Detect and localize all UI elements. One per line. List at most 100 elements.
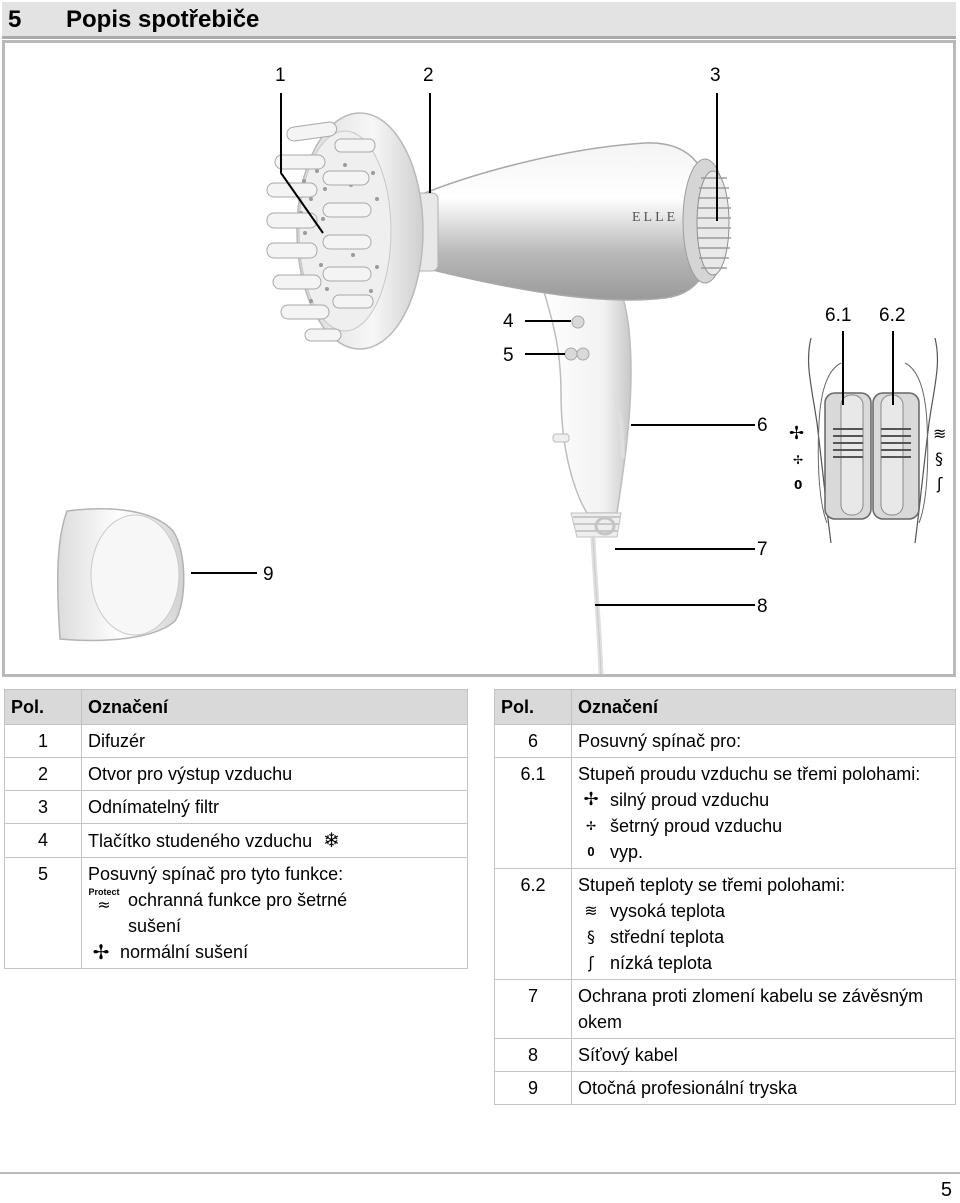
heat-low-icon: ʃ	[588, 953, 594, 972]
row-text-cell: Stupeň teploty se třemi polohami: ≋ vyso…	[571, 868, 956, 980]
footer-divider	[0, 1172, 960, 1174]
table-row: 9 Otočná profesionální tryska	[494, 1071, 956, 1105]
callout-1: 1	[275, 65, 286, 86]
protect-icon-label: Protect	[88, 887, 120, 897]
col-header-label: Označení	[81, 689, 468, 725]
product-figure: ELLE	[2, 40, 956, 677]
row-pos: 1	[4, 724, 82, 758]
subitem-text: normální sušení	[120, 942, 249, 962]
col-header-pos: Pol.	[4, 689, 82, 725]
row-pos: 4	[4, 823, 82, 858]
row-pos: 2	[4, 757, 82, 791]
section-title: Popis spotřebiče	[66, 6, 260, 33]
table-row: 7 Ochrana proti zlomení kabelu se závěsn…	[494, 979, 956, 1039]
row-text: Stupeň proudu vzduchu se třemi polohami:	[578, 764, 921, 784]
fan-strong-icon: ✢	[583, 789, 599, 810]
row-text: Posuvný spínač pro tyto funkce:	[88, 864, 344, 884]
col-header-pos: Pol.	[494, 689, 572, 725]
callout-2: 2	[423, 65, 434, 86]
callout-6: 6	[757, 415, 768, 436]
list-item: Protect ≈ ochranná funkce pro šetrné suš…	[88, 887, 461, 939]
list-item: ≋ vysoká teplota	[578, 898, 949, 924]
table-row: 6.1 Stupeň proudu vzduchu se třemi poloh…	[494, 757, 956, 869]
subitem-text: šetrný proud vzduchu	[610, 816, 783, 836]
diffuser	[266, 112, 439, 350]
handle	[538, 277, 632, 674]
row-text: Posuvný spínač pro:	[571, 724, 956, 758]
row-text: Difuzér	[81, 724, 468, 758]
section-number: 5	[8, 6, 22, 33]
subitem-text: střední teplota	[610, 927, 725, 947]
table-row: 2 Otvor pro výstup vzduchu	[4, 757, 468, 791]
fan-weak-icon: ✢	[793, 453, 803, 467]
list-item: ✢ silný proud vzduchu	[578, 787, 949, 813]
table-row: 4 Tlačítko studeného vzduchu ❄	[4, 823, 468, 858]
callout-7: 7	[757, 539, 768, 560]
row-text-cell: Tlačítko studeného vzduchu ❄	[81, 823, 468, 858]
subitem-text: silný proud vzduchu	[610, 790, 770, 810]
row-pos: 6	[494, 724, 572, 758]
subitem-text: ochranná funkce pro šetrné sušení	[128, 890, 348, 936]
row-text: Otočná profesionální tryska	[571, 1071, 956, 1105]
page-number: 5	[940, 1179, 952, 1201]
callout-5: 5	[503, 345, 514, 366]
callout-9: 9	[263, 564, 274, 585]
fan-strong-icon: ✢	[92, 940, 110, 964]
list-item: ✢ šetrný proud vzduchu	[578, 813, 949, 839]
section-header: 5 Popis spotřebiče	[2, 2, 956, 39]
callout-4: 4	[503, 311, 514, 332]
row-text: Odnímatelný filtr	[81, 790, 468, 824]
callout-6-1: 6.1	[825, 305, 852, 326]
list-item: ✢ normální sušení	[88, 939, 461, 965]
row-pos: 6.2	[494, 868, 572, 980]
table-row: 6 Posuvný spínač pro:	[494, 724, 956, 758]
switch-detail: ✢ ✢ 0 ≋ § ʃ	[789, 337, 946, 544]
heat-high-icon: ≋	[584, 901, 598, 920]
row-pos: 9	[494, 1071, 572, 1105]
fan-strong-icon: ✢	[789, 423, 804, 444]
row-pos: 6.1	[494, 757, 572, 869]
row-pos: 8	[494, 1038, 572, 1072]
parts-table-left: Pol. Označení 1 Difuzér 2 Otvor pro výst…	[4, 689, 468, 969]
brand-logo: ELLE	[632, 210, 678, 225]
row-text: Stupeň teploty se třemi polohami:	[578, 875, 846, 895]
table-row: 3 Odnímatelný filtr	[4, 790, 468, 824]
table-row: 6.2 Stupeň teploty se třemi polohami: ≋ …	[494, 868, 956, 980]
fan-weak-icon: ✢	[585, 819, 597, 833]
subitem-text: nízká teplota	[610, 953, 713, 973]
col-header-label: Označení	[571, 689, 956, 725]
subitem-text: vysoká teplota	[610, 901, 726, 921]
nozzle	[56, 508, 185, 642]
table-row: 5 Posuvný spínač pro tyto funkce: Protec…	[4, 857, 468, 969]
subitem-text: vyp.	[610, 842, 644, 862]
heat-low-icon: ʃ	[936, 474, 943, 493]
row-text-cell: Stupeň proudu vzduchu se třemi polohami:…	[571, 757, 956, 869]
list-item: § střední teplota	[578, 924, 949, 950]
row-text-cell: Posuvný spínač pro tyto funkce: Protect …	[81, 857, 468, 969]
leader-lines	[191, 93, 894, 606]
row-pos: 5	[4, 857, 82, 969]
row-text: Tlačítko studeného vzduchu	[88, 831, 313, 851]
off-icon: 0	[587, 844, 595, 859]
row-pos: 3	[4, 790, 82, 824]
parts-table-right: Pol. Označení 6 Posuvný spínač pro: 6.1 …	[494, 689, 956, 1105]
list-item: ʃ nízká teplota	[578, 950, 949, 976]
heat-medium-icon: §	[587, 927, 595, 946]
table-row: 1 Difuzér	[4, 724, 468, 758]
off-icon: 0	[794, 478, 802, 492]
row-text: Síťový kabel	[571, 1038, 956, 1072]
dryer-body: ELLE	[424, 142, 731, 301]
callout-3: 3	[710, 65, 721, 86]
table-row: 8 Síťový kabel	[494, 1038, 956, 1072]
callout-8: 8	[757, 596, 768, 617]
list-item: 0 vyp.	[578, 839, 949, 865]
snowflake-icon: ❄	[323, 828, 340, 852]
row-pos: 7	[494, 979, 572, 1039]
callout-6-2: 6.2	[879, 305, 906, 326]
heat-medium-icon: §	[935, 449, 943, 468]
heat-high-icon: ≋	[933, 424, 946, 443]
row-text: Ochrana proti zlomení kabelu se závěsným…	[571, 979, 956, 1039]
protect-icon: Protect ≈	[88, 887, 120, 914]
row-text: Otvor pro výstup vzduchu	[81, 757, 468, 791]
hair-dryer-illustration: ELLE	[56, 93, 946, 674]
